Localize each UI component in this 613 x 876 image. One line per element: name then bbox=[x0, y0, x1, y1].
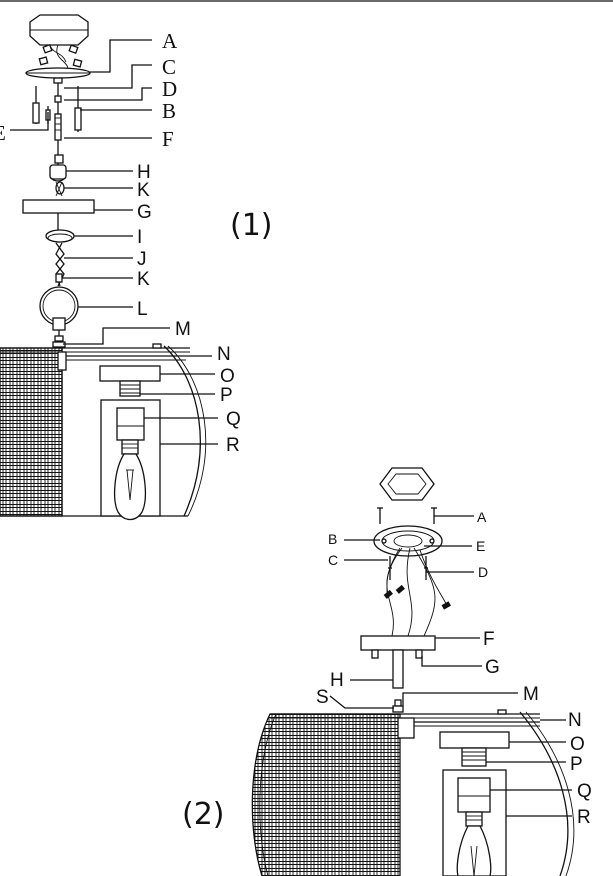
fig1-lock-ring bbox=[45, 213, 75, 243]
fig1-thread bbox=[119, 380, 141, 397]
fig2-label-R: R bbox=[577, 807, 591, 828]
fig2-bracket bbox=[397, 717, 540, 739]
figure-2: A B E C D F G H S M N O P Q R (2) bbox=[182, 467, 592, 876]
fig1-label-G: G bbox=[137, 202, 152, 223]
fig1-socket bbox=[116, 407, 145, 441]
fig2-label-A: A bbox=[477, 509, 487, 525]
fig1-caption: (1) bbox=[230, 208, 273, 243]
fig2-caption: (2) bbox=[182, 797, 225, 832]
fig1-label-L: L bbox=[137, 299, 148, 320]
fig2-label-C: C bbox=[328, 552, 338, 568]
fig2-label-N: N bbox=[568, 710, 582, 731]
fig1-label-C: C bbox=[162, 55, 176, 79]
fig2-connector bbox=[392, 699, 404, 713]
fig1-nipple bbox=[54, 83, 64, 168]
fig2-leaders bbox=[329, 515, 572, 817]
fig1-bulb bbox=[113, 439, 147, 521]
fig1-crossbar bbox=[25, 67, 91, 84]
figure-1: A C D B E F H K G I J K L M N O P Q R (1… bbox=[0, 14, 273, 521]
fig1-cup bbox=[99, 365, 161, 382]
fig1-label-Q: Q bbox=[226, 409, 241, 430]
fig2-label-M: M bbox=[523, 684, 539, 705]
fig2-screws-G bbox=[371, 649, 423, 659]
fig2-label-H: H bbox=[330, 670, 344, 691]
fig1-label-A: A bbox=[162, 29, 178, 53]
fig2-shade bbox=[251, 709, 575, 876]
fig1-bracket bbox=[57, 351, 186, 371]
fig2-label-P: P bbox=[570, 754, 583, 775]
fig2-label-O: O bbox=[570, 734, 585, 755]
fig1-label-J: J bbox=[137, 249, 147, 270]
fig1-label-D: D bbox=[162, 77, 177, 101]
fig1-label-R: R bbox=[226, 435, 240, 456]
fig1-chain-lower bbox=[55, 242, 65, 287]
fig1-canopy-plate bbox=[22, 199, 95, 214]
fig2-screws-A bbox=[377, 507, 437, 524]
fig2-cap bbox=[379, 467, 435, 501]
fig2-bulb bbox=[456, 811, 492, 876]
fig2-label-S: S bbox=[316, 687, 329, 708]
fig2-mounting-plate bbox=[373, 525, 443, 580]
fig1-label-B: B bbox=[162, 99, 176, 123]
fig1-label-E: E bbox=[0, 121, 6, 145]
fig1-label-K2: K bbox=[137, 269, 150, 290]
fig2-label-D: D bbox=[478, 564, 488, 580]
fig2-label-F: F bbox=[483, 629, 495, 650]
fig2-rod bbox=[392, 649, 404, 689]
fig1-label-M: M bbox=[175, 319, 191, 340]
fig2-wires bbox=[383, 547, 451, 637]
fig2-canopy bbox=[360, 635, 436, 651]
fig2-thread bbox=[461, 747, 487, 767]
fig1-leaders bbox=[10, 39, 218, 445]
fig1-label-H: H bbox=[137, 162, 151, 183]
fig1-label-P: P bbox=[220, 385, 233, 406]
fig1-label-F: F bbox=[162, 127, 174, 151]
fig1-canopy bbox=[29, 14, 89, 73]
fig1-label-N: N bbox=[217, 344, 231, 365]
fig2-label-Q: Q bbox=[577, 781, 592, 802]
fig1-label-K1: K bbox=[137, 180, 150, 201]
fig2-label-G: G bbox=[485, 657, 500, 678]
fig2-label-E: E bbox=[476, 538, 485, 554]
fig2-label-B: B bbox=[328, 531, 337, 547]
fig2-cup bbox=[439, 731, 510, 749]
fig2-socket bbox=[457, 777, 491, 813]
fig1-chain-upper bbox=[49, 164, 67, 197]
fig1-label-O: O bbox=[220, 366, 235, 387]
fig1-loop bbox=[39, 286, 79, 348]
fig1-label-I: I bbox=[137, 227, 142, 248]
